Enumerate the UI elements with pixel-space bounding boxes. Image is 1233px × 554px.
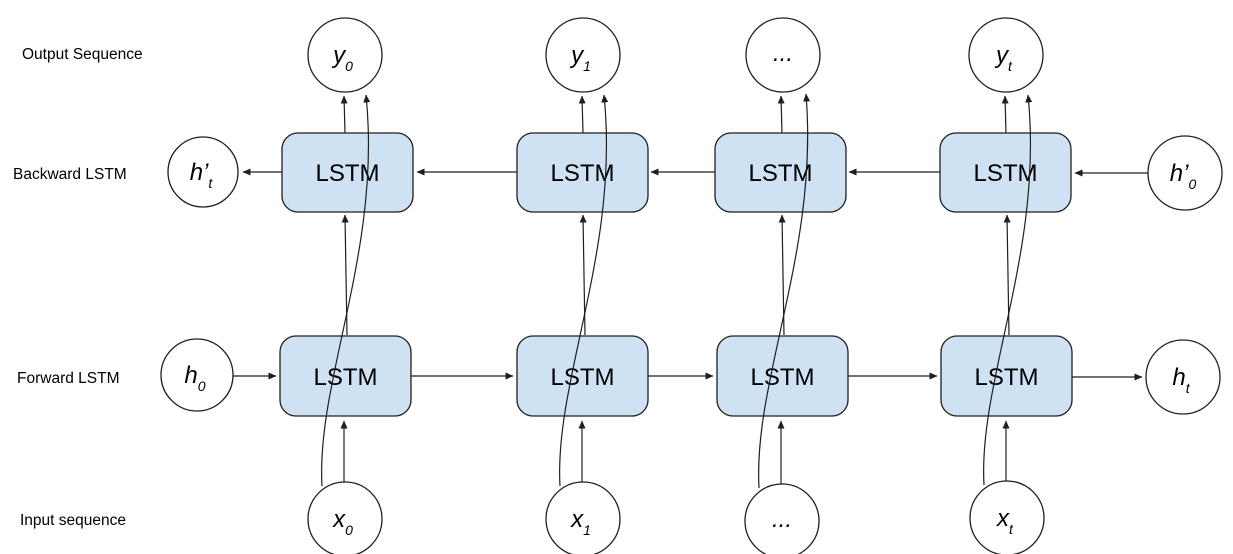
input-to-output-curve-2 — [758, 93, 811, 489]
row-label-output-sequence: Output Sequence — [22, 46, 143, 63]
output-node-0 — [307, 17, 383, 93]
forward-lstm-label-2: LSTM — [750, 364, 814, 391]
input-node-1 — [545, 481, 621, 554]
label-main: h — [184, 362, 197, 389]
forward-chain-arrows — [233, 372, 1143, 381]
backward-state-node-left — [167, 136, 239, 208]
label-main: y — [331, 42, 347, 69]
column-1-connectors — [559, 94, 609, 487]
input-node-0 — [307, 481, 383, 554]
output-node-1 — [545, 17, 621, 93]
forward-lstm-label-3: LSTM — [974, 364, 1038, 391]
input-to-output-curve-1 — [559, 94, 609, 487]
column-3-connectors — [983, 94, 1033, 486]
backward-lstm-label-2: LSTM — [748, 160, 812, 187]
label-main: ... — [772, 506, 792, 533]
input-node-t — [969, 480, 1045, 554]
label-main: x — [996, 505, 1010, 532]
label-sub: 0 — [345, 522, 353, 538]
backward-to-output-arrow-1 — [578, 95, 586, 134]
backward-state-label-left: h’t — [190, 159, 214, 191]
backward-lstm-label-1: LSTM — [550, 160, 614, 187]
column-2-connectors — [758, 93, 811, 489]
backward-chain-arrows — [242, 168, 1148, 177]
backward-lstm-label-0: LSTM — [315, 160, 379, 187]
label-main: h’ — [190, 159, 209, 186]
input-node-label-0: x0 — [332, 506, 353, 538]
label-main: y — [569, 42, 585, 69]
row-label-input-sequence: Input sequence — [20, 512, 126, 529]
label-main: ... — [773, 40, 793, 67]
label-main: y — [994, 42, 1010, 69]
label-sub: 0 — [345, 58, 353, 74]
label-main: h — [1172, 364, 1185, 391]
forward-state-node-left — [160, 338, 234, 412]
forward-lstm-box-3 — [940, 335, 1073, 417]
backward-to-output-arrow-2 — [777, 95, 785, 134]
output-node-label-1: y1 — [569, 42, 591, 74]
row-label-forward-lstm: Forward LSTM — [17, 370, 120, 387]
output-node-label-t: yt — [994, 42, 1013, 74]
forward-lstm-row: LSTM LSTM LSTM LSTM — [279, 335, 1073, 417]
output-node-ellipsis — [745, 17, 821, 93]
label-main: x — [570, 506, 584, 533]
input-node-label-ellipsis: ... — [772, 506, 792, 533]
forward-state-label-left: h0 — [184, 362, 205, 394]
backward-state-label-right: h’0 — [1170, 160, 1197, 192]
label-sub: 1 — [583, 522, 591, 538]
label-sub: t — [1009, 521, 1014, 537]
forward-lstm-label-1: LSTM — [550, 364, 614, 391]
label-sub: t — [1008, 58, 1013, 74]
hidden-state-nodes: h’t h’0 h0 ht — [160, 135, 1223, 415]
row-label-backward-lstm: Backward LSTM — [13, 166, 127, 183]
output-node-t — [968, 17, 1044, 93]
output-node-label-0: y0 — [331, 42, 353, 74]
backward-to-output-arrow-0 — [340, 95, 348, 134]
backward-to-output-arrow-3 — [1001, 95, 1009, 134]
input-node-label-t: xt — [996, 505, 1014, 537]
output-sequence-row: y0 y1 ... yt — [307, 17, 1044, 93]
label-main: x — [332, 506, 346, 533]
forward-lstm-label-0: LSTM — [313, 364, 377, 391]
backward-lstm-label-3: LSTM — [973, 160, 1037, 187]
label-sub: t — [1186, 380, 1191, 396]
input-node-ellipsis — [744, 483, 820, 554]
label-main: h’ — [1170, 160, 1189, 187]
label-sub: 1 — [583, 58, 591, 74]
output-node-label-ellipsis: ... — [773, 40, 793, 67]
input-node-label-1: x1 — [570, 506, 591, 538]
label-sub: t — [208, 175, 213, 191]
column-0-connectors — [321, 94, 371, 487]
input-sequence-row: x0 x1 ... xt — [307, 480, 1045, 554]
input-to-output-curve-3 — [983, 94, 1033, 486]
label-sub: 0 — [198, 378, 206, 394]
label-sub: 0 — [1188, 176, 1196, 192]
forward-state-label-right: ht — [1172, 364, 1190, 396]
backward-lstm-row: LSTM LSTM LSTM LSTM — [281, 132, 1072, 213]
input-to-output-curve-0 — [321, 94, 371, 487]
forward-state-node-right — [1145, 339, 1221, 415]
